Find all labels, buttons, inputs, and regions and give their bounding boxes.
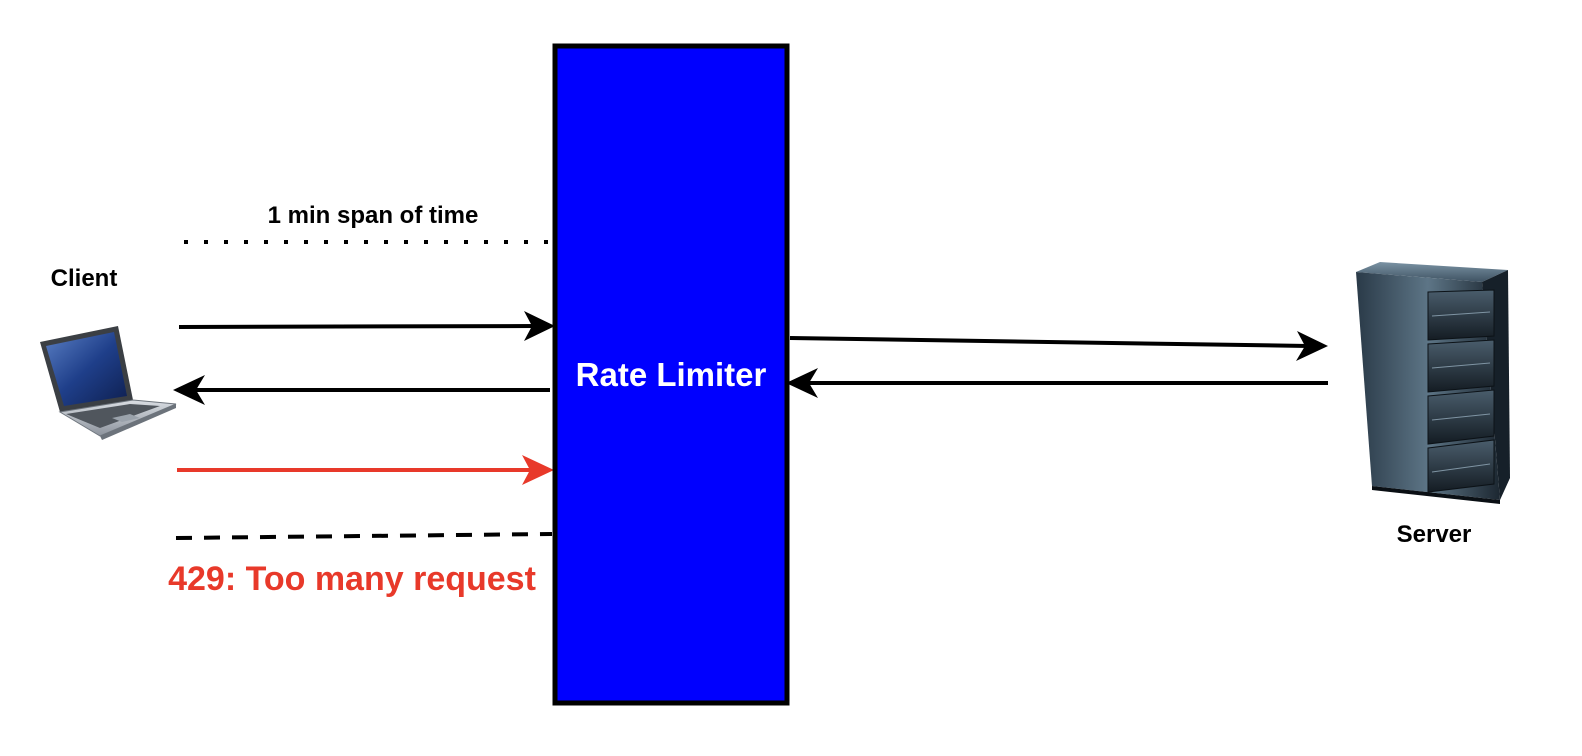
server-rack-icon bbox=[1356, 262, 1510, 504]
rate-limiter-label: Rate Limiter bbox=[576, 356, 767, 393]
window-end-dashed-line bbox=[175, 532, 553, 540]
request-arrow bbox=[178, 311, 555, 341]
forward-arrow-to-server bbox=[789, 331, 1328, 361]
client-label: Client bbox=[51, 265, 118, 292]
response-arrow-from-server bbox=[786, 368, 1328, 398]
laptop-icon bbox=[40, 326, 177, 440]
error-429-label: 429: Too many request bbox=[168, 560, 536, 598]
rate-limiter-box bbox=[552, 43, 790, 706]
rejected-request-arrow bbox=[177, 455, 554, 485]
time-span-label: 1 min span of time bbox=[268, 202, 479, 229]
server-label: Server bbox=[1397, 521, 1472, 548]
response-arrow-to-client bbox=[173, 375, 550, 405]
